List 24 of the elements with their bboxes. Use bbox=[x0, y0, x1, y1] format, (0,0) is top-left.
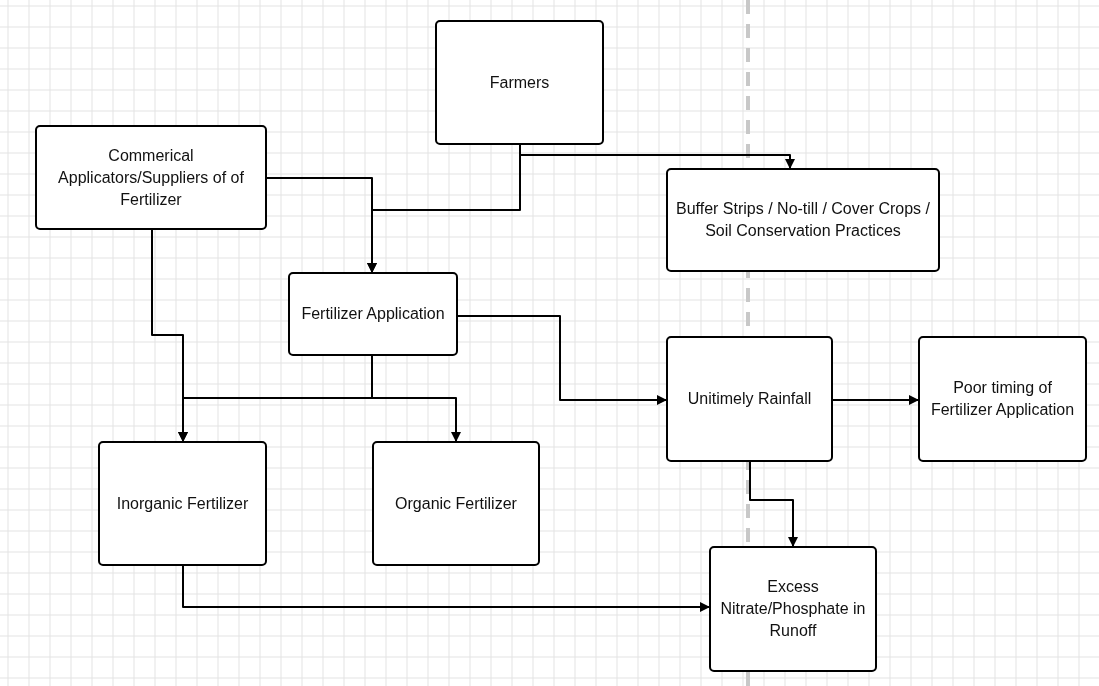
process-box bbox=[35, 125, 267, 230]
process-box bbox=[666, 336, 833, 462]
box-label: Fertilizer Application bbox=[301, 304, 445, 324]
box-label: Farmers bbox=[489, 72, 550, 93]
box-label: Excess Nitrate/Phosphate in Runoff bbox=[719, 577, 867, 641]
arrow bbox=[371, 355, 461, 442]
process-box bbox=[372, 441, 540, 566]
process-box bbox=[918, 336, 1087, 462]
process-box bbox=[709, 546, 877, 672]
process-box bbox=[666, 168, 940, 272]
arrow bbox=[182, 565, 710, 612]
box-label: Poor timing of Fertilizer Application bbox=[929, 378, 1076, 420]
box-label: Commerical Applicators/Suppliers of of Fertilizer bbox=[57, 145, 245, 210]
box-label: Inorganic Fertilizer bbox=[116, 493, 249, 514]
process-box bbox=[435, 20, 604, 145]
arrow bbox=[266, 177, 377, 273]
box-label: Organic Fertilizer bbox=[395, 493, 517, 514]
box-label: Buffer Strips / No-till / Cover Crops / Soil Conservation Practices bbox=[676, 199, 930, 241]
arrow bbox=[457, 315, 667, 405]
arrow bbox=[832, 395, 919, 405]
process-box bbox=[288, 272, 458, 356]
process-box bbox=[98, 441, 267, 566]
arrow bbox=[749, 461, 798, 547]
box-label: Unitimely Rainfall bbox=[687, 389, 812, 409]
